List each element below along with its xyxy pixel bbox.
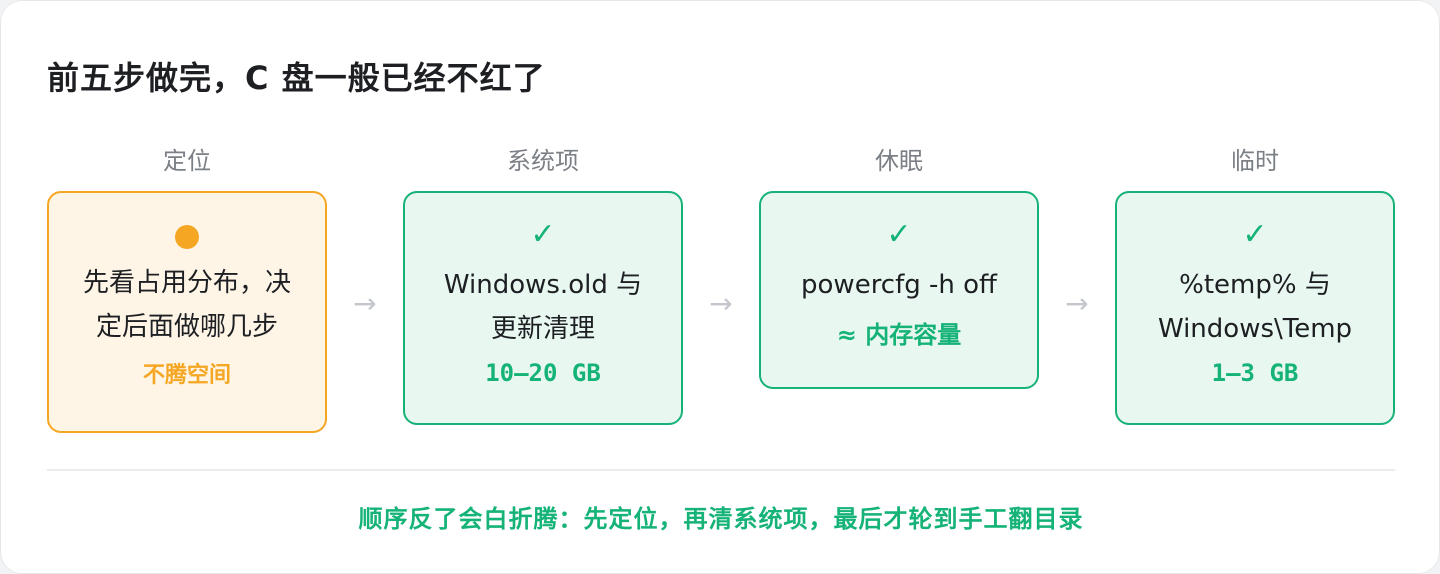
- arrow-right-icon: →: [353, 287, 377, 320]
- step-label-system: 系统项: [507, 147, 579, 175]
- step-box-locate: 先看占用分布，决 定后面做哪几步 不腾空间: [47, 191, 327, 433]
- check-icon: ✓: [886, 217, 912, 252]
- step-text-system: Windows.old 与 更新清理: [443, 270, 643, 344]
- step-text-temp: %temp% 与 Windows\Temp: [1157, 270, 1353, 344]
- dot-icon: [175, 225, 199, 249]
- check-icon: ✓: [1242, 217, 1268, 252]
- step-size-temp: 1–3 GB: [1211, 359, 1299, 387]
- step-size-system: 10–20 GB: [485, 359, 601, 387]
- footer-note: 顺序反了会白折腾：先定位，再清系统项，最后才轮到手工翻目录: [358, 505, 1084, 533]
- step-box-system: ✓ Windows.old 与 更新清理 10–20 GB: [403, 191, 683, 425]
- step-text-hibernate: powercfg -h off: [801, 270, 997, 300]
- step-label-temp: 临时: [1231, 147, 1279, 175]
- card-title: 前五步做完，C 盘一般已经不红了: [47, 59, 546, 97]
- step-box-temp: ✓ %temp% 与 Windows\Temp 1–3 GB: [1115, 191, 1395, 425]
- step-size-hibernate: ≈ 内存容量: [836, 321, 962, 349]
- arrow-right-icon: →: [1065, 287, 1089, 320]
- check-icon: ✓: [530, 217, 556, 252]
- step-box-hibernate: ✓ powercfg -h off ≈ 内存容量: [759, 191, 1039, 389]
- step-label-hibernate: 休眠: [875, 147, 923, 175]
- arrow-right-icon: →: [709, 287, 733, 320]
- step-text-locate: 先看占用分布，决 定后面做哪几步: [82, 268, 291, 342]
- step-note-locate: 不腾空间: [142, 363, 231, 388]
- step-label-locate: 定位: [163, 147, 211, 175]
- divider: [47, 469, 1395, 471]
